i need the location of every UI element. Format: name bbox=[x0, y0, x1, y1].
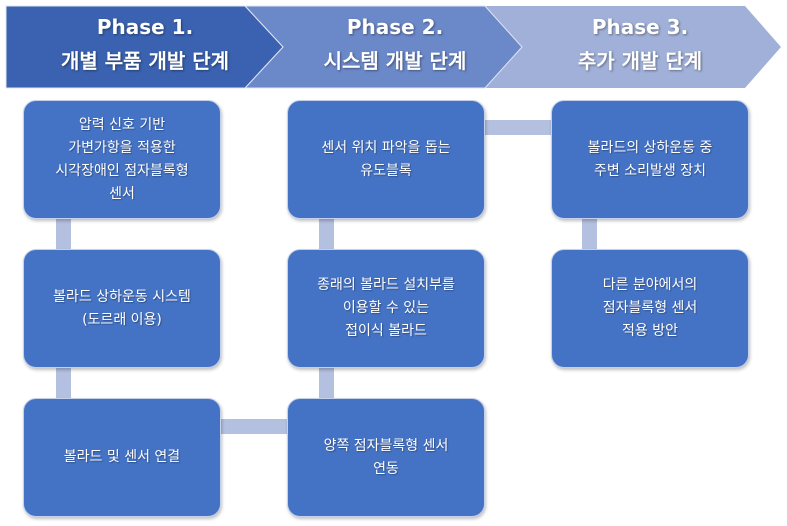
phase-2-label: Phase 2. 시스템 개발 단계 bbox=[275, 10, 515, 86]
step-box: 양쪽 점자블록형 센서 연동 bbox=[287, 398, 485, 517]
phase-2-title: Phase 2. bbox=[346, 15, 444, 39]
step-box: 볼라드 및 센서 연결 bbox=[23, 398, 221, 517]
phase-3-arrow bbox=[485, 6, 781, 88]
phase-3-title: Phase 3. bbox=[591, 15, 689, 39]
step-box: 볼라드 상하운동 시스템 (도르래 이용) bbox=[23, 249, 221, 368]
connector bbox=[319, 366, 334, 398]
phase-1-title: Phase 1. bbox=[96, 15, 194, 39]
step-box: 압력 신호 기반 가변가항을 적용한 시각장애인 점자블록형 센서 bbox=[23, 100, 221, 219]
connector bbox=[56, 217, 71, 249]
phase-3-label: Phase 3. 추가 개발 단계 bbox=[520, 10, 760, 86]
phase-1-label: Phase 1. 개별 부품 개발 단계 bbox=[20, 10, 270, 86]
connector bbox=[220, 419, 288, 434]
connector bbox=[582, 217, 597, 249]
connector bbox=[56, 366, 71, 398]
phase-3-subtitle: 추가 개발 단계 bbox=[577, 49, 703, 73]
connector bbox=[484, 120, 552, 135]
step-box: 센서 위치 파악을 돕는 유도블록 bbox=[287, 100, 485, 219]
phase-2-subtitle: 시스템 개발 단계 bbox=[323, 49, 467, 73]
step-box: 종래의 볼라드 설치부를 이용할 수 있는 접이식 볼라드 bbox=[287, 249, 485, 368]
connector bbox=[319, 217, 334, 249]
phase-1-subtitle: 개별 부품 개발 단계 bbox=[60, 49, 230, 73]
step-box: 볼라드의 상하운동 중 주변 소리발생 장치 bbox=[551, 100, 749, 219]
step-box: 다른 분야에서의 점자블록형 센서 적용 방안 bbox=[551, 249, 749, 368]
phase-1-arrow bbox=[5, 5, 284, 89]
phase-arrows bbox=[5, 5, 781, 89]
